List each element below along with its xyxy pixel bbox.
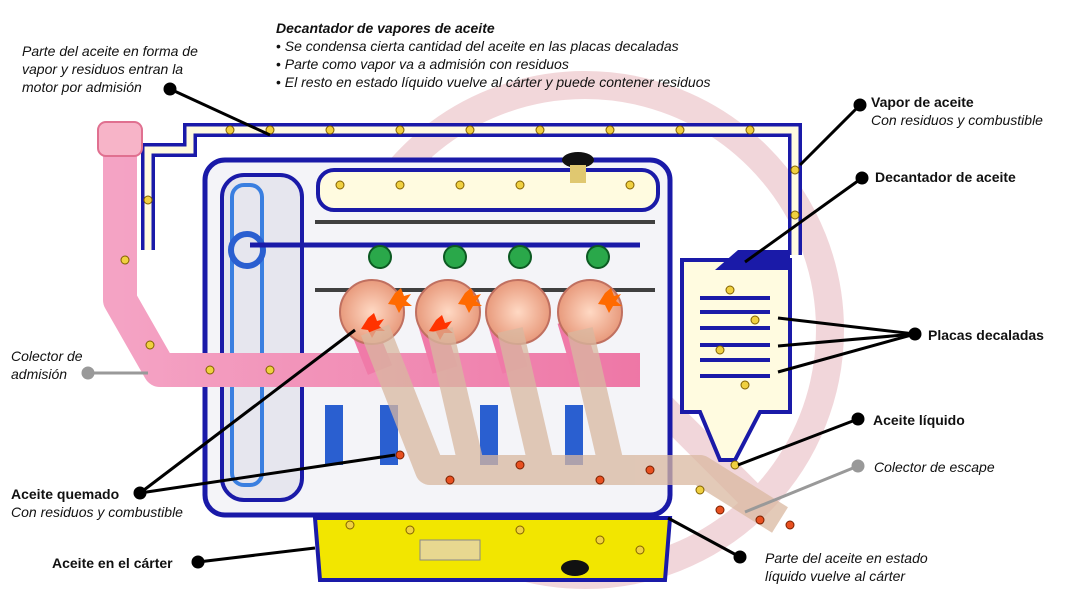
note-bullet: El resto en estado líquido vuelve al cár… (276, 73, 711, 91)
oil-decanter (680, 250, 792, 462)
decanter-note: Decantador de vapores de aceite Se conde… (276, 19, 711, 91)
intake-entry-label: Parte del aceite en forma de vapor y res… (22, 42, 198, 96)
sump-label: Aceite en el cárter (52, 555, 173, 571)
return-line: líquido vuelve al cárter (765, 568, 906, 584)
intake-manifold-line: Colector de (11, 348, 83, 364)
note-bullet: Parte como vapor va a admisión con resid… (276, 55, 711, 73)
burned-title: Aceite quemado (11, 486, 120, 502)
breather-circuit (141, 123, 802, 255)
intake-entry-line: motor por admisión (22, 79, 142, 95)
liquid-oil-label: Aceite líquido (873, 412, 965, 428)
vapor-label: Vapor de aceite Con residuos y combustib… (871, 93, 1043, 129)
return-line: Parte del aceite en estado (765, 550, 928, 566)
callout-lines-gray (81, 366, 865, 514)
burned-oil-droplets (395, 450, 795, 530)
intake-manifold-label: Colector de admisión (11, 347, 83, 383)
valve-group (368, 245, 610, 269)
intake-manifold-line: admisión (11, 366, 68, 382)
burned-subtitle: Con residuos y combustible (11, 504, 183, 520)
vapor-title: Vapor de aceite (871, 94, 974, 110)
callout-lines (133, 82, 922, 569)
return-label: Parte del aceite en estado líquido vuelv… (765, 549, 928, 585)
oil-droplets (120, 125, 800, 555)
pistons (325, 405, 583, 465)
vapor-subtitle: Con residuos y combustible (871, 112, 1043, 128)
plates-label: Placas decaladas (928, 327, 1044, 343)
cylinder-group (339, 279, 623, 345)
intake-entry-line: vapor y residuos entran la (22, 61, 184, 77)
burned-oil-label: Aceite quemado Con residuos y combustibl… (11, 485, 183, 521)
oil-sump (312, 516, 673, 582)
exhaust-manifold-label: Colector de escape (874, 459, 995, 475)
exhaust-pipe (361, 324, 788, 533)
note-title: Decantador de vapores de aceite (276, 20, 495, 36)
note-bullets: Se condensa cierta cantidad del aceite e… (276, 37, 711, 91)
note-bullet: Se condensa cierta cantidad del aceite e… (276, 37, 711, 55)
decanter-label: Decantador de aceite (875, 169, 1016, 185)
intake-entry-line: Parte del aceite en forma de (22, 43, 198, 59)
